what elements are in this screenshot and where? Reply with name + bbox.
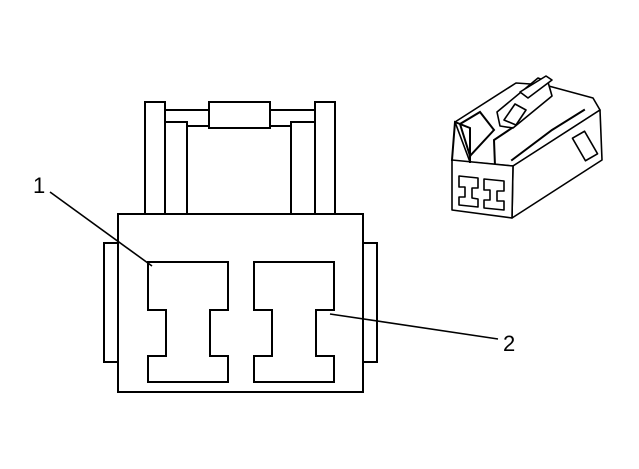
callout-1-leader [49,191,153,267]
terminal-cavity-1 [147,261,229,383]
iso-terminal-1 [458,175,479,208]
callout-1-label: 1 [33,173,45,198]
callout-2-label: 2 [503,331,515,356]
callout-2: 2 [329,313,515,356]
iso-terminal-2 [483,178,505,211]
callout-1: 1 [33,173,153,267]
right-locking-arm [290,101,336,216]
connector-face-view [103,101,378,393]
callout-2-leader [329,313,499,340]
terminal-cavity-2 [253,261,335,383]
connector-isometric-view [450,75,603,219]
